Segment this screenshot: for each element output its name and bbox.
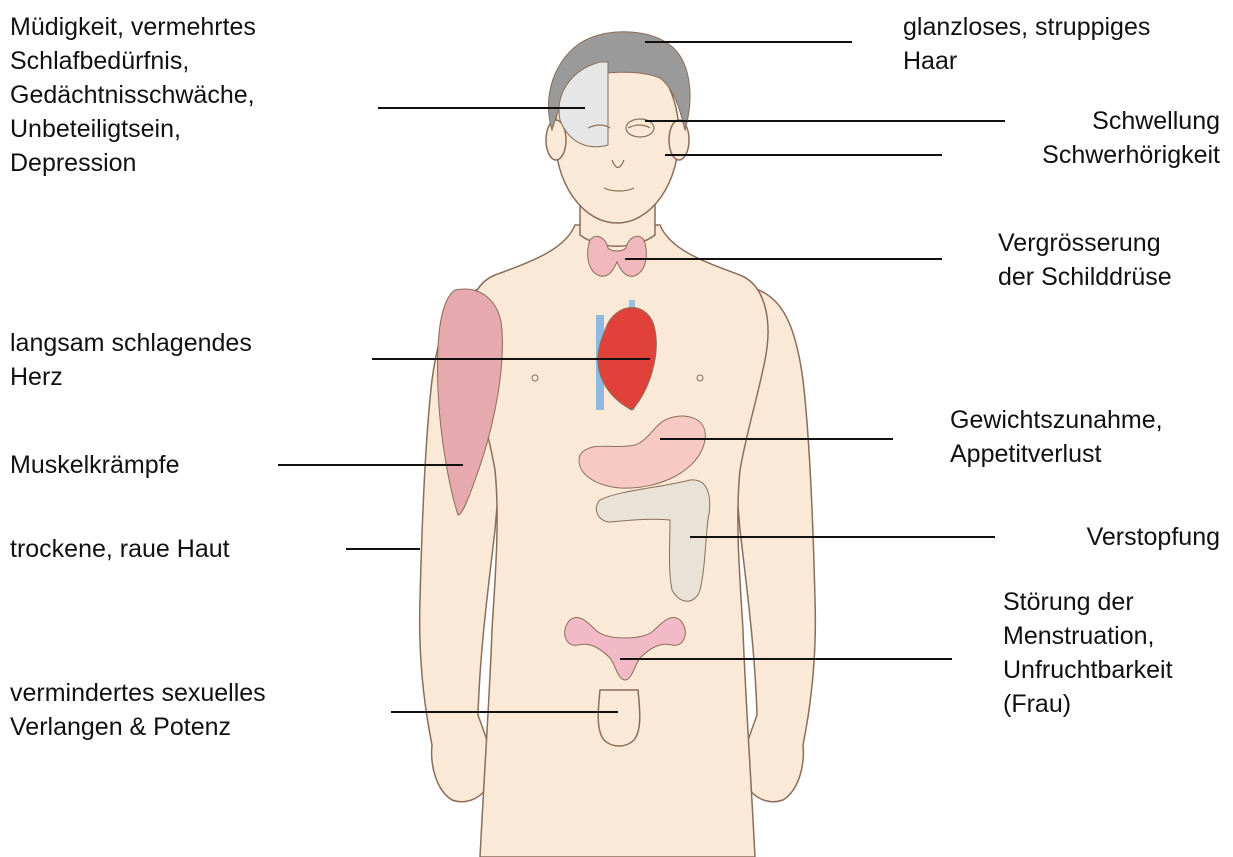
label-heart-line-2: Herz [10,360,252,394]
label-heart: langsam schlagendes Herz [10,326,252,394]
label-thyroid: Vergrösserung der Schilddrüse [998,226,1172,294]
label-fatigue-line-2: Schlafbedürfnis, [10,44,256,78]
label-menstruation-line-2: Menstruation, [1003,619,1173,653]
label-hair: glanzloses, struppiges Haar [903,10,1150,78]
label-menstruation: Störung der Menstruation, Unfruchtbarkei… [1003,585,1173,721]
label-swelling: Schwellung [1092,104,1220,138]
label-constipation: Verstopfung [1087,520,1220,554]
label-muscle-line-1: Muskelkrämpfe [10,448,180,482]
label-weight-line-2: Appetitverlust [950,437,1163,471]
label-hair-line-2: Haar [903,44,1150,78]
label-menstruation-line-3: Unfruchtbarkeit [1003,653,1173,687]
label-skin: trockene, raue Haut [10,532,230,566]
label-weight-line-1: Gewichtszunahme, [950,403,1163,437]
label-fatigue: Müdigkeit, vermehrtes Schlafbedürfnis, G… [10,10,256,180]
label-muscle: Muskelkrämpfe [10,448,180,482]
label-weight: Gewichtszunahme, Appetitverlust [950,403,1163,471]
label-fatigue-line-3: Gedächtnisschwäche, [10,78,256,112]
label-hearing: Schwerhörigkeit [1042,138,1220,172]
label-thyroid-line-1: Vergrösserung [998,226,1172,260]
label-fatigue-line-1: Müdigkeit, vermehrtes [10,10,256,44]
label-heart-line-1: langsam schlagendes [10,326,252,360]
label-libido: vermindertes sexuelles Verlangen & Poten… [10,676,266,744]
label-libido-line-2: Verlangen & Potenz [10,710,266,744]
label-fatigue-line-5: Depression [10,146,256,180]
label-constipation-line-1: Verstopfung [1087,520,1220,554]
label-menstruation-line-4: (Frau) [1003,687,1173,721]
genitals [598,690,640,746]
label-hearing-line-1: Schwerhörigkeit [1042,138,1220,172]
label-skin-line-1: trockene, raue Haut [10,532,230,566]
label-swelling-line-1: Schwellung [1092,104,1220,138]
label-hair-line-1: glanzloses, struppiges [903,10,1150,44]
label-thyroid-line-2: der Schilddrüse [998,260,1172,294]
label-fatigue-line-4: Unbeteiligtsein, [10,112,256,146]
label-libido-line-1: vermindertes sexuelles [10,676,266,710]
label-menstruation-line-1: Störung der [1003,585,1173,619]
